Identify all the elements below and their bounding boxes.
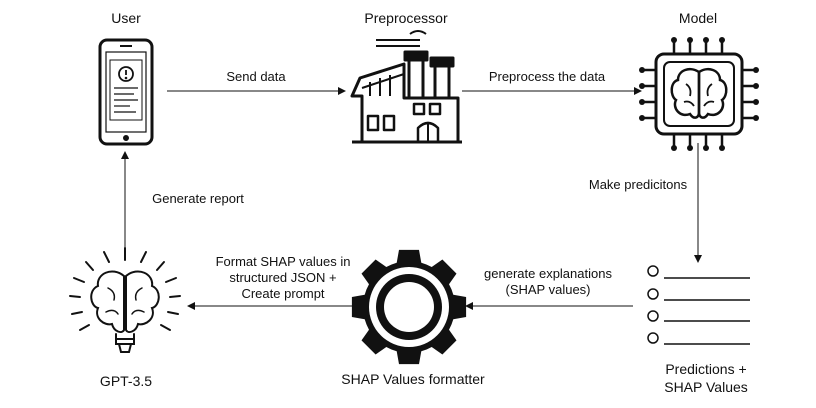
smartphone-document-icon	[98, 38, 154, 146]
node-label-formatter: SHAP Values formatter	[341, 371, 485, 387]
edge-label-explain-line2: (SHAP values)	[505, 282, 591, 297]
edge-label-make-predictions: Make predicitons	[588, 177, 688, 192]
edge-label-format-line1: Format SHAP values in	[215, 254, 351, 269]
edge-label-generate-report: Generate report	[152, 191, 244, 206]
node-label-model: Model	[678, 10, 718, 26]
node-label-gpt: GPT-3.5	[99, 373, 153, 389]
node-label-preprocessor: Preprocessor	[364, 10, 448, 26]
edge-label-format-line2: structured JSON +	[229, 270, 337, 285]
node-label-predictions-line1: Predictions +	[665, 361, 747, 377]
factory-icon	[350, 30, 462, 144]
node-label-user: User	[111, 10, 141, 26]
edge-label-format-line3: Create prompt	[241, 286, 325, 301]
edge-label-explain-line1: generate explanations	[484, 266, 612, 281]
brain-chip-icon	[639, 37, 759, 151]
edge-label-preprocess: Preprocess the data	[488, 69, 606, 84]
brain-lightbulb-icon	[69, 247, 181, 353]
edge-label-send-data: Send data	[226, 69, 286, 84]
checklist-icon	[647, 265, 750, 345]
gear-icon	[351, 249, 467, 365]
node-label-predictions-line2: SHAP Values	[664, 379, 748, 395]
